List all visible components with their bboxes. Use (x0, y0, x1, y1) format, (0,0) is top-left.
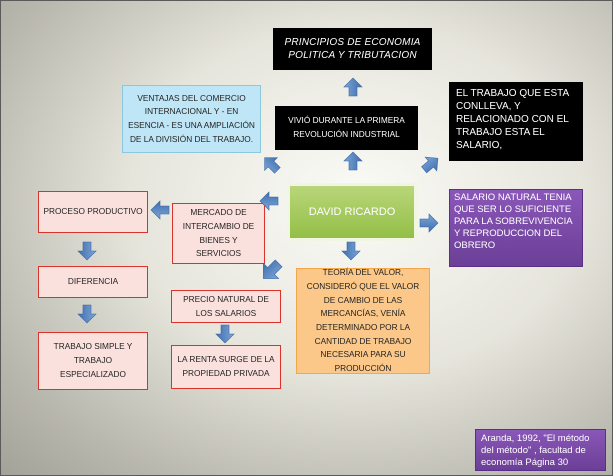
mercado-box: MERCADO DE INTERCAMBIO DE BIENES Y SERVI… (172, 203, 265, 264)
arrow-to-precio-natural (263, 259, 283, 279)
center-david-ricardo: DAVID RICARDO (287, 183, 417, 241)
arrow-to-teoria (341, 241, 361, 261)
revolucion-box: VIVIÓ DURANTE LA PRIMERA REVOLUCIÓN INDU… (275, 106, 418, 150)
title-box: PRINCIPIOS DE ECONOMIA POLITICA Y TRIBUT… (273, 28, 432, 70)
arrow-to-mercado (259, 191, 279, 211)
arrow-precio-to-renta (215, 324, 235, 344)
precio-natural-box: PRECIO NATURAL DE LOS SALARIOS (171, 290, 281, 323)
citation-box: Aranda, 1992, "El método del método" , f… (475, 429, 606, 471)
arrow-to-title (343, 77, 363, 97)
proceso-productivo-box: PROCESO PRODUCTIVO (38, 191, 148, 233)
salario-natural-box: SALARIO NATURAL TENIA QUE SER LO SUFICIE… (449, 189, 583, 267)
renta-box: LA RENTA SURGE DE LA PROPIEDAD PRIVADA (171, 345, 281, 389)
arrow-to-ventajas (264, 157, 281, 174)
ventajas-box: VENTAJAS DEL COMERCIO INTERNACIONAL Y - … (122, 85, 261, 153)
teoria-valor-box: TEORÍA DEL VALOR, CONSIDERÓ QUE EL VALOR… (296, 267, 430, 374)
arrow-to-salario-natural (419, 213, 439, 233)
arrow-to-revolucion (343, 151, 363, 171)
arrow-proceso-to-diferencia (77, 241, 97, 261)
diferencia-box: DIFERENCIA (38, 266, 148, 298)
arrow-mercado-to-proceso (150, 200, 170, 220)
trabajo-conlleva-box: EL TRABAJO QUE ESTA CONLLEVA, Y RELACION… (449, 82, 583, 161)
trabajo-simple-box: TRABAJO SIMPLE Y TRABAJO ESPECIALIZADO (38, 332, 148, 390)
arrow-diferencia-to-trabajo-simple (77, 304, 97, 324)
arrow-to-trabajo-conlleva (421, 156, 439, 174)
